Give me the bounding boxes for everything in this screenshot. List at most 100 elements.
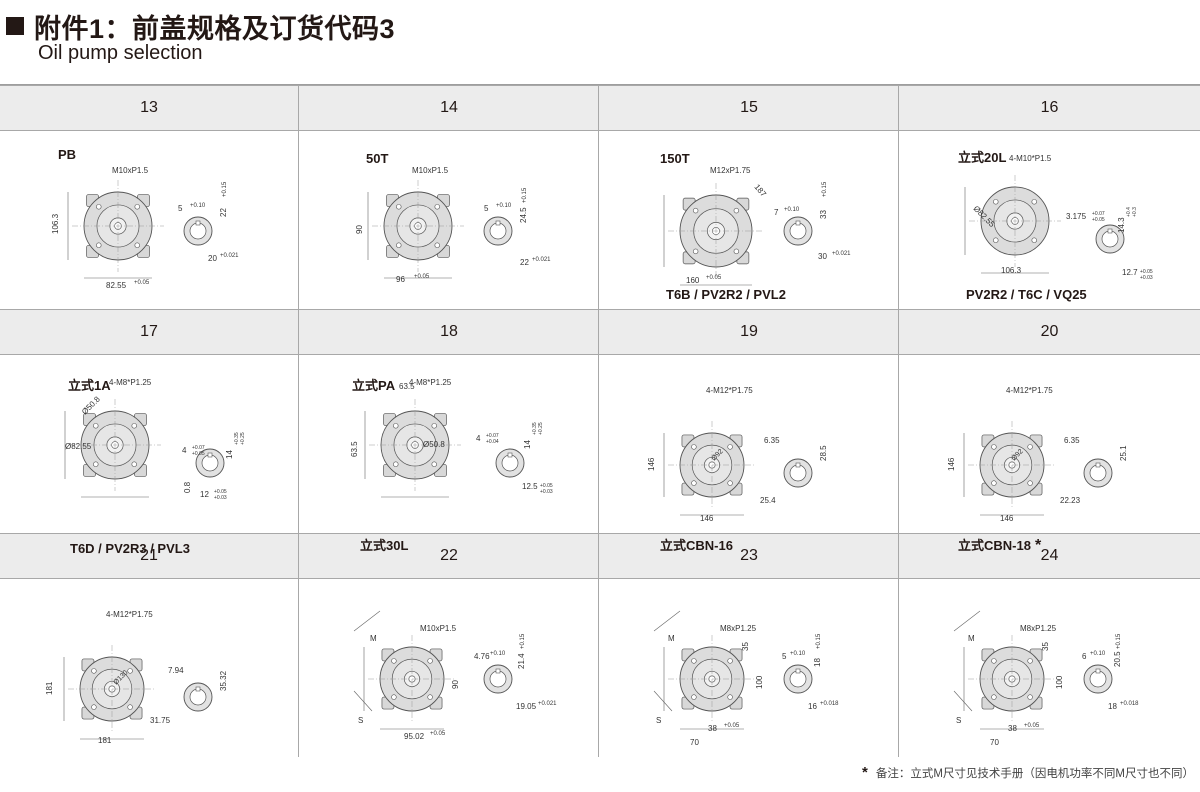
thread-spec-label: 4-M8*P1.25 <box>109 378 152 387</box>
cell-number: 22 <box>440 547 458 564</box>
thread-spec-label: M8xP1.25 <box>720 624 757 633</box>
bolt-hole <box>727 658 733 664</box>
flange-drawing: M8xP1.25MS3510038+0.05705+0.1018+0.1516+… <box>653 610 839 747</box>
shaft-detail-view <box>783 216 813 246</box>
dimension-label: 95.02 <box>404 732 425 741</box>
shaft-detail-view <box>1083 664 1113 694</box>
dimension-label: +0.10 <box>490 651 506 657</box>
key-slot <box>1095 462 1101 468</box>
model-label: 立式PA <box>352 375 395 394</box>
dimension-label: +0.05 <box>214 489 227 495</box>
dimension-label: 14.3 <box>1117 217 1126 233</box>
bolt-hole <box>991 480 997 486</box>
cell-number: 14 <box>440 99 458 116</box>
dimension-label: 0.8 <box>183 481 192 493</box>
cell-number: 16 <box>1040 99 1059 116</box>
dimension-label: +0.10 <box>1090 651 1106 657</box>
dimension-label: +0.03 <box>540 489 553 495</box>
dimension-label: 90 <box>451 680 460 689</box>
bolt-hole <box>1027 444 1033 450</box>
dimension-label: 25.4 <box>760 496 776 505</box>
dimension-label: 4 <box>476 434 481 443</box>
shaft-keyway <box>489 222 507 240</box>
bolt-hole <box>991 444 997 450</box>
dimension-label: +0.021 <box>832 251 851 257</box>
bolt-hole <box>1031 199 1037 205</box>
dimension-label: +0.10 <box>790 651 806 657</box>
dimension-label: +0.07 <box>1092 211 1105 217</box>
dimension-label: 14 <box>225 450 234 459</box>
dimension-label: 82.55 <box>106 281 127 290</box>
thread-spec-label: M12xP1.75 <box>710 166 751 175</box>
dimension-label: 106.3 <box>51 213 60 234</box>
flange-front-view <box>668 635 756 723</box>
dimension-label: +0.10 <box>784 207 800 213</box>
bolt-hole <box>431 423 437 429</box>
key-slot <box>507 452 513 458</box>
dimension-label: 19.05 <box>516 702 537 711</box>
flange-front-view <box>968 635 1056 723</box>
bolt-hole <box>391 658 397 664</box>
dimension-label: 31.75 <box>150 716 171 725</box>
bolt-hole <box>727 694 733 700</box>
bolt-hole <box>991 694 997 700</box>
bolt-hole <box>691 694 697 700</box>
shaft-detail-view <box>483 664 513 694</box>
dimension-label: 146 <box>947 457 956 471</box>
model-name: 立式1A <box>68 378 111 393</box>
dimension-label: 14 <box>523 440 532 449</box>
footnote-text: 备注：立式M尺寸见技术手册（因电机功率不同M尺寸也不同） <box>875 767 1194 780</box>
model-label: 立式1A <box>68 375 111 394</box>
model-label: PV2R2 / T6C / VQ25 <box>966 287 1087 302</box>
footnote: * 备注：立式M尺寸见技术手册（因电机功率不同M尺寸也不同） <box>862 764 1194 781</box>
dimension-label: +0.03 <box>1140 275 1153 281</box>
dimension-label: 146 <box>700 514 714 523</box>
dimension-label: 90 <box>355 225 364 234</box>
page-title: 附件1：前盖规格及订货代码3 <box>34 13 396 44</box>
key-slot <box>1095 668 1101 674</box>
thread-spec-label: M10xP1.5 <box>412 166 449 175</box>
dimension-label: +0.04 <box>486 439 499 445</box>
dimension-label: 35 <box>741 642 750 651</box>
dimension-label: 181 <box>98 736 112 745</box>
shaft-keyway <box>789 670 807 688</box>
bolt-hole <box>993 199 999 205</box>
cell-number: 17 <box>140 323 158 340</box>
bolt-hole <box>431 461 437 467</box>
dimension-label: 12 <box>200 490 209 499</box>
model-name: 立式PA <box>352 378 396 393</box>
dimension-label: 63.5 <box>350 441 359 457</box>
dimension-label: +0.07 <box>486 433 499 439</box>
dimension-label: +0.03 <box>214 495 227 501</box>
dimension-label: 146 <box>1000 514 1014 523</box>
flange-front-view <box>968 421 1056 509</box>
bolt-hole <box>727 444 733 450</box>
header-band-row-2 <box>0 309 1200 355</box>
dimension-label: +0.35 <box>234 432 240 445</box>
dimension-label: 70 <box>990 738 999 747</box>
cell-number: 18 <box>440 323 458 340</box>
model-name: 立式CBN-18 <box>958 538 1031 553</box>
model-label: 立式CBN-18* <box>958 535 1041 555</box>
dimension-label: +0.07 <box>192 445 205 451</box>
dimension-label: Ø50.8 <box>423 440 445 449</box>
bolt-hole <box>691 444 697 450</box>
bolt-hole <box>1027 480 1033 486</box>
dimension-label: +0.05 <box>706 275 722 281</box>
key-slot <box>795 220 801 226</box>
dimension-label: S <box>358 716 363 725</box>
shaft-keyway <box>789 464 807 482</box>
dimension-label: +0.10 <box>190 203 206 209</box>
leader-line <box>353 610 381 712</box>
bolt-hole <box>393 423 399 429</box>
dimension-label: 146 <box>647 457 656 471</box>
